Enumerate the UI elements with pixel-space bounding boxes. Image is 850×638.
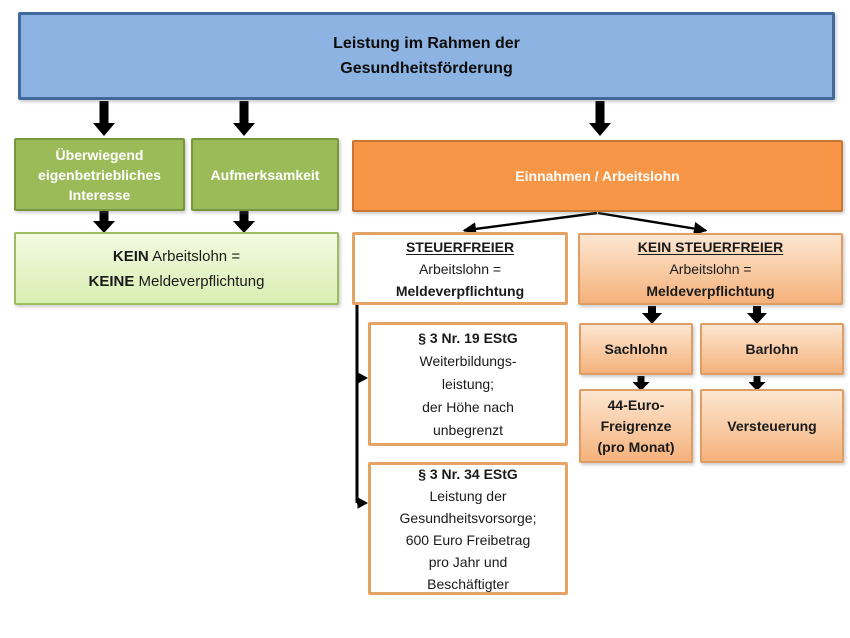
taxfree-line3: Meldeverpflichtung bbox=[395, 282, 525, 299]
result-line2-rest: Meldeverpflichtung bbox=[134, 272, 265, 290]
taxfree-heading: STEUERFREIER bbox=[405, 238, 515, 255]
taxable-heading: KEIN STEUERFREIER bbox=[637, 239, 784, 255]
taxable-line3: Meldeverpflichtung bbox=[646, 283, 775, 299]
arrow-interest-to-result bbox=[93, 211, 115, 233]
sachlohn-label: Sachlohn bbox=[604, 340, 668, 357]
arrow-root-to-income bbox=[589, 101, 611, 136]
result-line1: KEIN Arbeitslohn = bbox=[113, 244, 240, 269]
freigrenze-line1: 44-Euro- bbox=[607, 396, 665, 413]
arrow-attention-to-result bbox=[233, 211, 255, 233]
versteuerung-box: Versteuerung bbox=[700, 389, 844, 463]
attention-box: Aufmerksamkeit bbox=[191, 138, 339, 211]
freigrenze-line2: Freigrenze bbox=[600, 417, 672, 434]
taxable-wage-box: KEIN STEUERFREIER Arbeitslohn = Meldever… bbox=[578, 233, 843, 305]
arrow-sachlohn-to-freigrenze bbox=[632, 376, 650, 391]
arrow-income-to-taxfree bbox=[462, 211, 598, 236]
barlohn-label: Barlohn bbox=[745, 340, 799, 357]
par19-line2: leistung; bbox=[441, 375, 495, 392]
arrow-income-to-taxable bbox=[597, 211, 708, 236]
arrow-root-to-attention bbox=[233, 101, 255, 136]
freigrenze-box: 44-Euro- Freigrenze (pro Monat) bbox=[579, 389, 693, 463]
par19-title: § 3 Nr. 19 EStG bbox=[418, 329, 518, 346]
interest-line2: eigenbetriebliches bbox=[38, 166, 161, 183]
sachlohn-box: Sachlohn bbox=[579, 323, 693, 375]
arrow-barlohn-to-versteuerung bbox=[748, 376, 766, 391]
par3-nr34-box: § 3 Nr. 34 EStG Leistung der Gesundheits… bbox=[368, 462, 568, 595]
interest-line3: Interesse bbox=[68, 186, 131, 203]
par3-nr19-box: § 3 Nr. 19 EStG Weiterbildungs- leistung… bbox=[368, 322, 568, 446]
taxfree-line2: Arbeitslohn = bbox=[418, 260, 502, 277]
business-interest-box: Überwiegend eigenbetriebliches Interesse bbox=[14, 138, 185, 211]
taxfree-wage-box: STEUERFREIER Arbeitslohn = Meldeverpflic… bbox=[352, 232, 568, 305]
par34-line3: 600 Euro Freibetrag bbox=[405, 531, 531, 548]
par34-line4: pro Jahr und bbox=[428, 553, 508, 570]
result-line1-rest: Arbeitslohn = bbox=[148, 247, 241, 265]
income-label: Einnahmen / Arbeitslohn bbox=[515, 167, 680, 184]
attention-label: Aufmerksamkeit bbox=[210, 166, 320, 183]
taxable-line2: Arbeitslohn = bbox=[669, 261, 752, 277]
par34-line1: Leistung der bbox=[429, 487, 507, 504]
par34-title: § 3 Nr. 34 EStG bbox=[418, 465, 518, 482]
par34-line2: Gesundheitsvorsorge; bbox=[399, 509, 537, 526]
no-wage-result-box: KEIN Arbeitslohn = KEINE Meldeverpflicht… bbox=[14, 232, 339, 305]
root-box: Leistung im Rahmen der Gesundheitsförder… bbox=[18, 12, 835, 100]
freigrenze-line3: (pro Monat) bbox=[597, 438, 675, 455]
interest-line1: Überwiegend bbox=[55, 146, 144, 163]
par19-line3: der Höhe nach bbox=[422, 398, 514, 415]
root-title-line1: Leistung im Rahmen der bbox=[333, 35, 520, 52]
result-line1-bold: KEIN bbox=[112, 247, 149, 265]
par19-line1: Weiterbildungs- bbox=[419, 352, 517, 369]
arrow-root-to-interest bbox=[93, 101, 115, 136]
par19-line4: unbegrenzt bbox=[432, 421, 504, 438]
result-line2: KEINE Meldeverpflichtung bbox=[89, 269, 265, 294]
versteuerung-label: Versteuerung bbox=[727, 417, 817, 434]
result-line2-bold: KEINE bbox=[88, 272, 135, 290]
par34-line5: Beschäftigter bbox=[427, 575, 509, 592]
arrow-taxable-to-sachlohn bbox=[642, 306, 662, 324]
income-box: Einnahmen / Arbeitslohn bbox=[352, 140, 843, 212]
arrow-taxable-to-barlohn bbox=[747, 306, 767, 324]
connector-taxfree-to-paragraphs bbox=[355, 305, 368, 509]
barlohn-box: Barlohn bbox=[700, 323, 844, 375]
root-title-line2: Gesundheitsförderung bbox=[340, 60, 513, 77]
